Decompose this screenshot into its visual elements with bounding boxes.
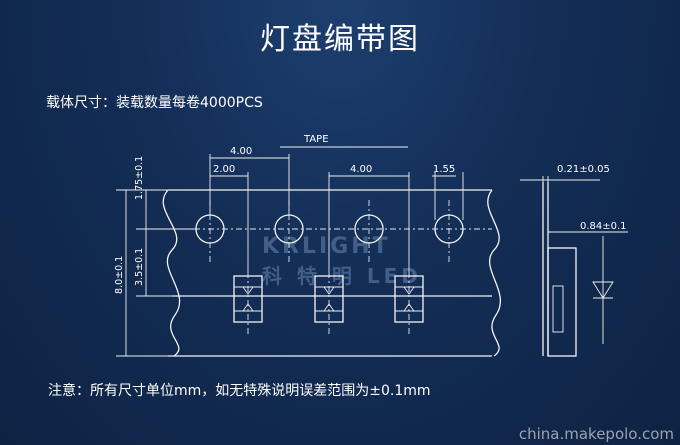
- note-text: 注意：所有尺寸单位mm，如无特殊说明误差范围为±0.1mm: [48, 383, 431, 399]
- pocket-pitch-dimension: 4.00: [328, 164, 410, 272]
- side-section-view: 0.21±0.05 0.84±0.1: [520, 164, 628, 357]
- watermark-text: china.makepolo.com: [518, 425, 674, 443]
- pitch-label: 4.00: [230, 146, 252, 157]
- hole-offset-label: 2.00: [213, 164, 235, 175]
- spec-text: 载体尺寸：装载数量每卷4000PCS: [46, 95, 263, 111]
- tape-label-group: TAPE: [280, 134, 408, 148]
- tape-width-label: 8.0±0.1: [114, 256, 125, 294]
- pocket-2: [314, 275, 344, 323]
- tape-label: TAPE: [303, 134, 329, 145]
- page-title: 灯盘编带图: [260, 22, 420, 57]
- hole-offset-dimension: 2.00: [210, 164, 249, 272]
- pocket-3: [394, 275, 424, 323]
- pitch-dimension: 4.00: [209, 146, 290, 215]
- tape-outline: [162, 189, 502, 357]
- hole-diameter-dimension: 1.55: [432, 164, 464, 220]
- pocket-1: [233, 275, 263, 323]
- top-offset-label: 1.75±0.1: [134, 156, 145, 200]
- center-offset-label: 3.5±0.1: [134, 248, 145, 286]
- brand-logo-text: KRLIGHT: [262, 234, 391, 259]
- pocket-depth-label: 0.84±0.1: [580, 221, 627, 232]
- thickness-label: 0.21±0.05: [557, 164, 610, 175]
- hole-diameter-label: 1.55: [433, 164, 455, 175]
- left-dimensions: 1.75±0.1 3.5±0.1 8.0±0.1: [114, 156, 196, 357]
- pocket-pitch-label: 4.00: [350, 164, 372, 175]
